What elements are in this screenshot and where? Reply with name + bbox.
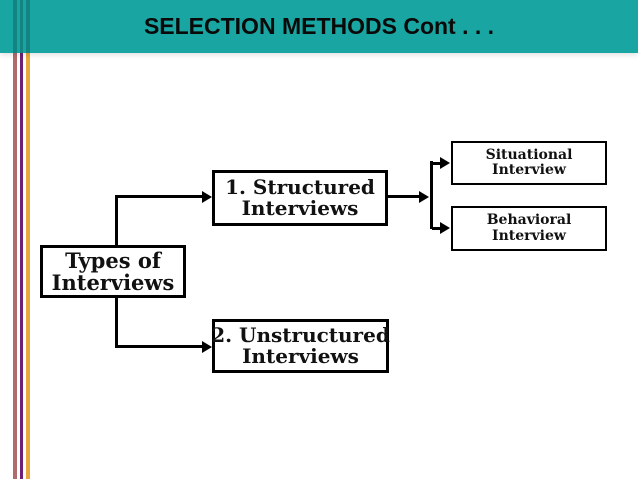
- connector-branch-to-behavioral: [432, 226, 441, 230]
- types-box-label-line1: Types of: [65, 247, 161, 273]
- behavioral-box-label-line1: Behavioral: [486, 212, 572, 228]
- accent-stripe-rose: [13, 0, 17, 479]
- structured-interviews-box: 1. Structured Interviews: [212, 170, 388, 226]
- arrowhead-into-unstructured: [202, 340, 212, 353]
- banner-stripe-shadow: [25, 0, 30, 53]
- situational-box-label-line1: Situational: [485, 146, 573, 163]
- title-banner: SELECTION METHODS Cont . . .: [0, 0, 638, 53]
- types-box-label-line2: Interviews: [51, 269, 175, 295]
- connector-types-to-unstructured-vertical: [115, 298, 118, 348]
- unstructured-interviews-box: 2. Unstructured Interviews: [211, 319, 390, 373]
- banner-stripe-shadow: [13, 0, 17, 53]
- slide-title: SELECTION METHODS Cont . . .: [143, 13, 495, 39]
- connector-types-to-structured-vertical: [115, 195, 118, 245]
- situational-box-label-line2: Interview: [492, 162, 566, 178]
- connector-branch-to-situational: [432, 161, 441, 165]
- arrowhead-into-situational: [440, 157, 450, 169]
- unstructured-box-label-line1: 2. Unstructured: [211, 323, 390, 347]
- arrowhead-into-behavioral: [440, 222, 450, 234]
- behavioral-interview-box: Behavioral Interview: [451, 206, 607, 251]
- connector-branch-vertical: [430, 161, 433, 229]
- arrowhead-into-branch: [419, 190, 429, 203]
- structured-box-label-line1: 1. Structured: [225, 175, 375, 199]
- arrowhead-into-structured: [202, 190, 212, 203]
- structured-box-label-line2: Interviews: [241, 196, 359, 220]
- accent-stripe-orange: [25, 0, 30, 479]
- behavioral-box-label-line2: Interview: [492, 227, 566, 244]
- unstructured-box-label-line2: Interviews: [242, 344, 359, 368]
- situational-interview-box: Situational Interview: [451, 141, 607, 185]
- connector-types-to-structured-horizontal: [115, 195, 203, 198]
- accent-stripe-purple: [19, 0, 23, 479]
- connector-types-to-unstructured-horizontal: [115, 345, 203, 348]
- banner-stripe-shadow: [19, 0, 23, 53]
- types-of-interviews-box: Types of Interviews: [40, 245, 186, 298]
- connector-structured-out-horizontal: [388, 195, 420, 198]
